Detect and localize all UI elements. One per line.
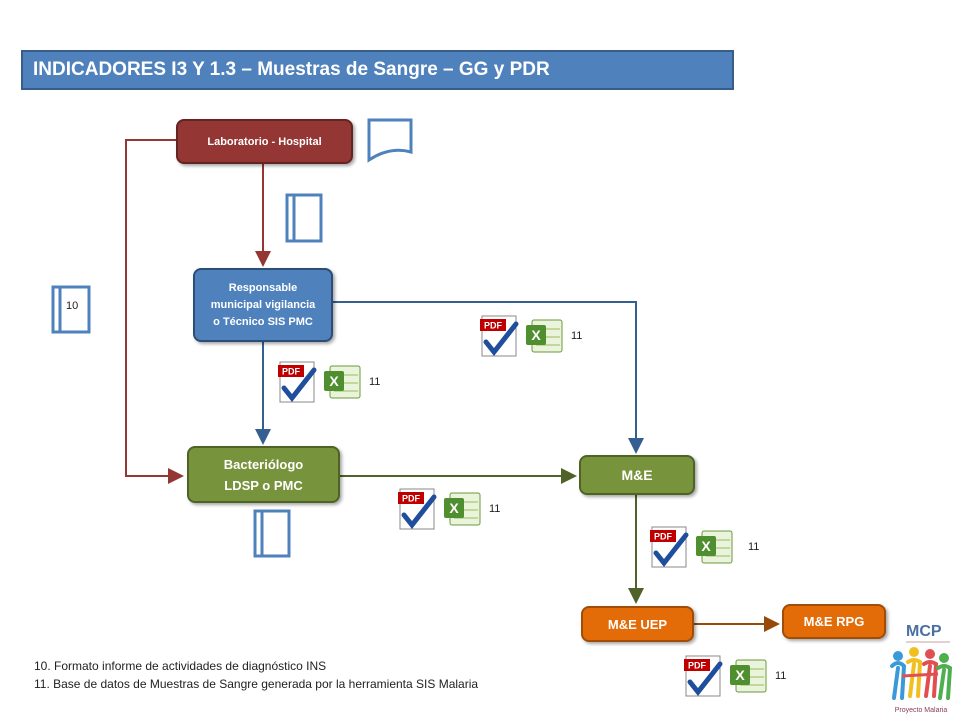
node-label-line: o Técnico SIS PMC bbox=[213, 315, 313, 328]
db-ref-number: 11 bbox=[369, 376, 381, 388]
file-ref-group: PDF X 11 bbox=[480, 314, 582, 358]
node-label: M&E RPG bbox=[803, 614, 865, 629]
file-ref-group: PDF X 11 bbox=[398, 487, 500, 531]
logo-brand: MCP bbox=[906, 623, 942, 640]
mcp-logo: MCP Proyecto Malaria bbox=[890, 623, 953, 714]
file-ref-group: PDF X 11 bbox=[684, 654, 786, 698]
arrow-lab-to-bacteriologo bbox=[125, 139, 184, 484]
db-ref-number: 11 bbox=[775, 670, 787, 682]
node-label-line: Responsable bbox=[228, 281, 298, 294]
document-icon bbox=[367, 118, 413, 163]
excel-icon: X bbox=[324, 365, 361, 399]
svg-text:PDF: PDF bbox=[282, 367, 301, 377]
node-label-line: Bacteriólogo bbox=[223, 456, 304, 472]
node-me-uep[interactable]: M&E UEP bbox=[581, 606, 694, 642]
svg-text:PDF: PDF bbox=[484, 321, 503, 331]
node-laboratorio-hospital[interactable]: Laboratorio - Hospital bbox=[176, 119, 353, 164]
svg-text:X: X bbox=[449, 500, 459, 516]
node-label: M&E bbox=[621, 467, 653, 483]
form-icon-bottom bbox=[253, 509, 291, 558]
svg-text:X: X bbox=[531, 327, 541, 343]
form-ref-number: 10 bbox=[66, 300, 79, 312]
svg-text:X: X bbox=[701, 538, 711, 554]
excel-icon: X bbox=[730, 659, 767, 693]
excel-icon: X bbox=[696, 530, 733, 564]
file-ref-group: PDF X 11 bbox=[278, 360, 380, 404]
form-icon-left bbox=[51, 285, 91, 334]
logo-tagline: Proyecto Malaria bbox=[895, 707, 948, 714]
pdf-icon: PDF bbox=[650, 526, 689, 568]
node-me[interactable]: M&E bbox=[579, 455, 695, 495]
footnote-item: 11. Base de datos de Muestras de Sangre … bbox=[34, 677, 479, 691]
form-icon-top bbox=[285, 193, 323, 243]
pdf-icon: PDF bbox=[278, 361, 317, 403]
node-label-line: LDSP o PMC bbox=[224, 477, 303, 493]
excel-icon: X bbox=[526, 319, 563, 353]
db-ref-number: 11 bbox=[571, 330, 583, 342]
page-title: INDICADORES I3 Y 1.3 – Muestras de Sangr… bbox=[21, 50, 734, 90]
pdf-icon: PDF bbox=[684, 655, 723, 697]
footnote-item: 10. Formato informe de actividades de di… bbox=[34, 659, 327, 673]
db-ref-number: 11 bbox=[748, 541, 760, 553]
node-label-line: municipal vigilancia bbox=[210, 298, 316, 311]
svg-text:PDF: PDF bbox=[654, 532, 673, 542]
svg-text:PDF: PDF bbox=[688, 661, 707, 671]
node-label: Laboratorio - Hospital bbox=[207, 135, 322, 148]
pdf-icon: PDF bbox=[480, 315, 519, 357]
svg-text:X: X bbox=[329, 373, 339, 389]
node-responsable-municipal[interactable]: Responsable municipal vigilancia o Técni… bbox=[193, 268, 333, 342]
db-ref-number: 11 bbox=[489, 503, 501, 515]
node-label: M&E UEP bbox=[607, 616, 668, 632]
file-ref-group: PDF X 11 bbox=[650, 525, 759, 569]
excel-icon: X bbox=[444, 492, 481, 526]
node-bacteriologo[interactable]: Bacteriólogo LDSP o PMC bbox=[187, 446, 340, 503]
pdf-icon: PDF bbox=[398, 488, 437, 530]
svg-text:X: X bbox=[735, 667, 745, 683]
svg-text:PDF: PDF bbox=[402, 494, 421, 504]
arrow-responsable-to-me bbox=[333, 301, 644, 454]
footnotes: 10. Formato informe de actividades de di… bbox=[34, 657, 478, 693]
node-me-rpg[interactable]: M&E RPG bbox=[782, 604, 886, 639]
